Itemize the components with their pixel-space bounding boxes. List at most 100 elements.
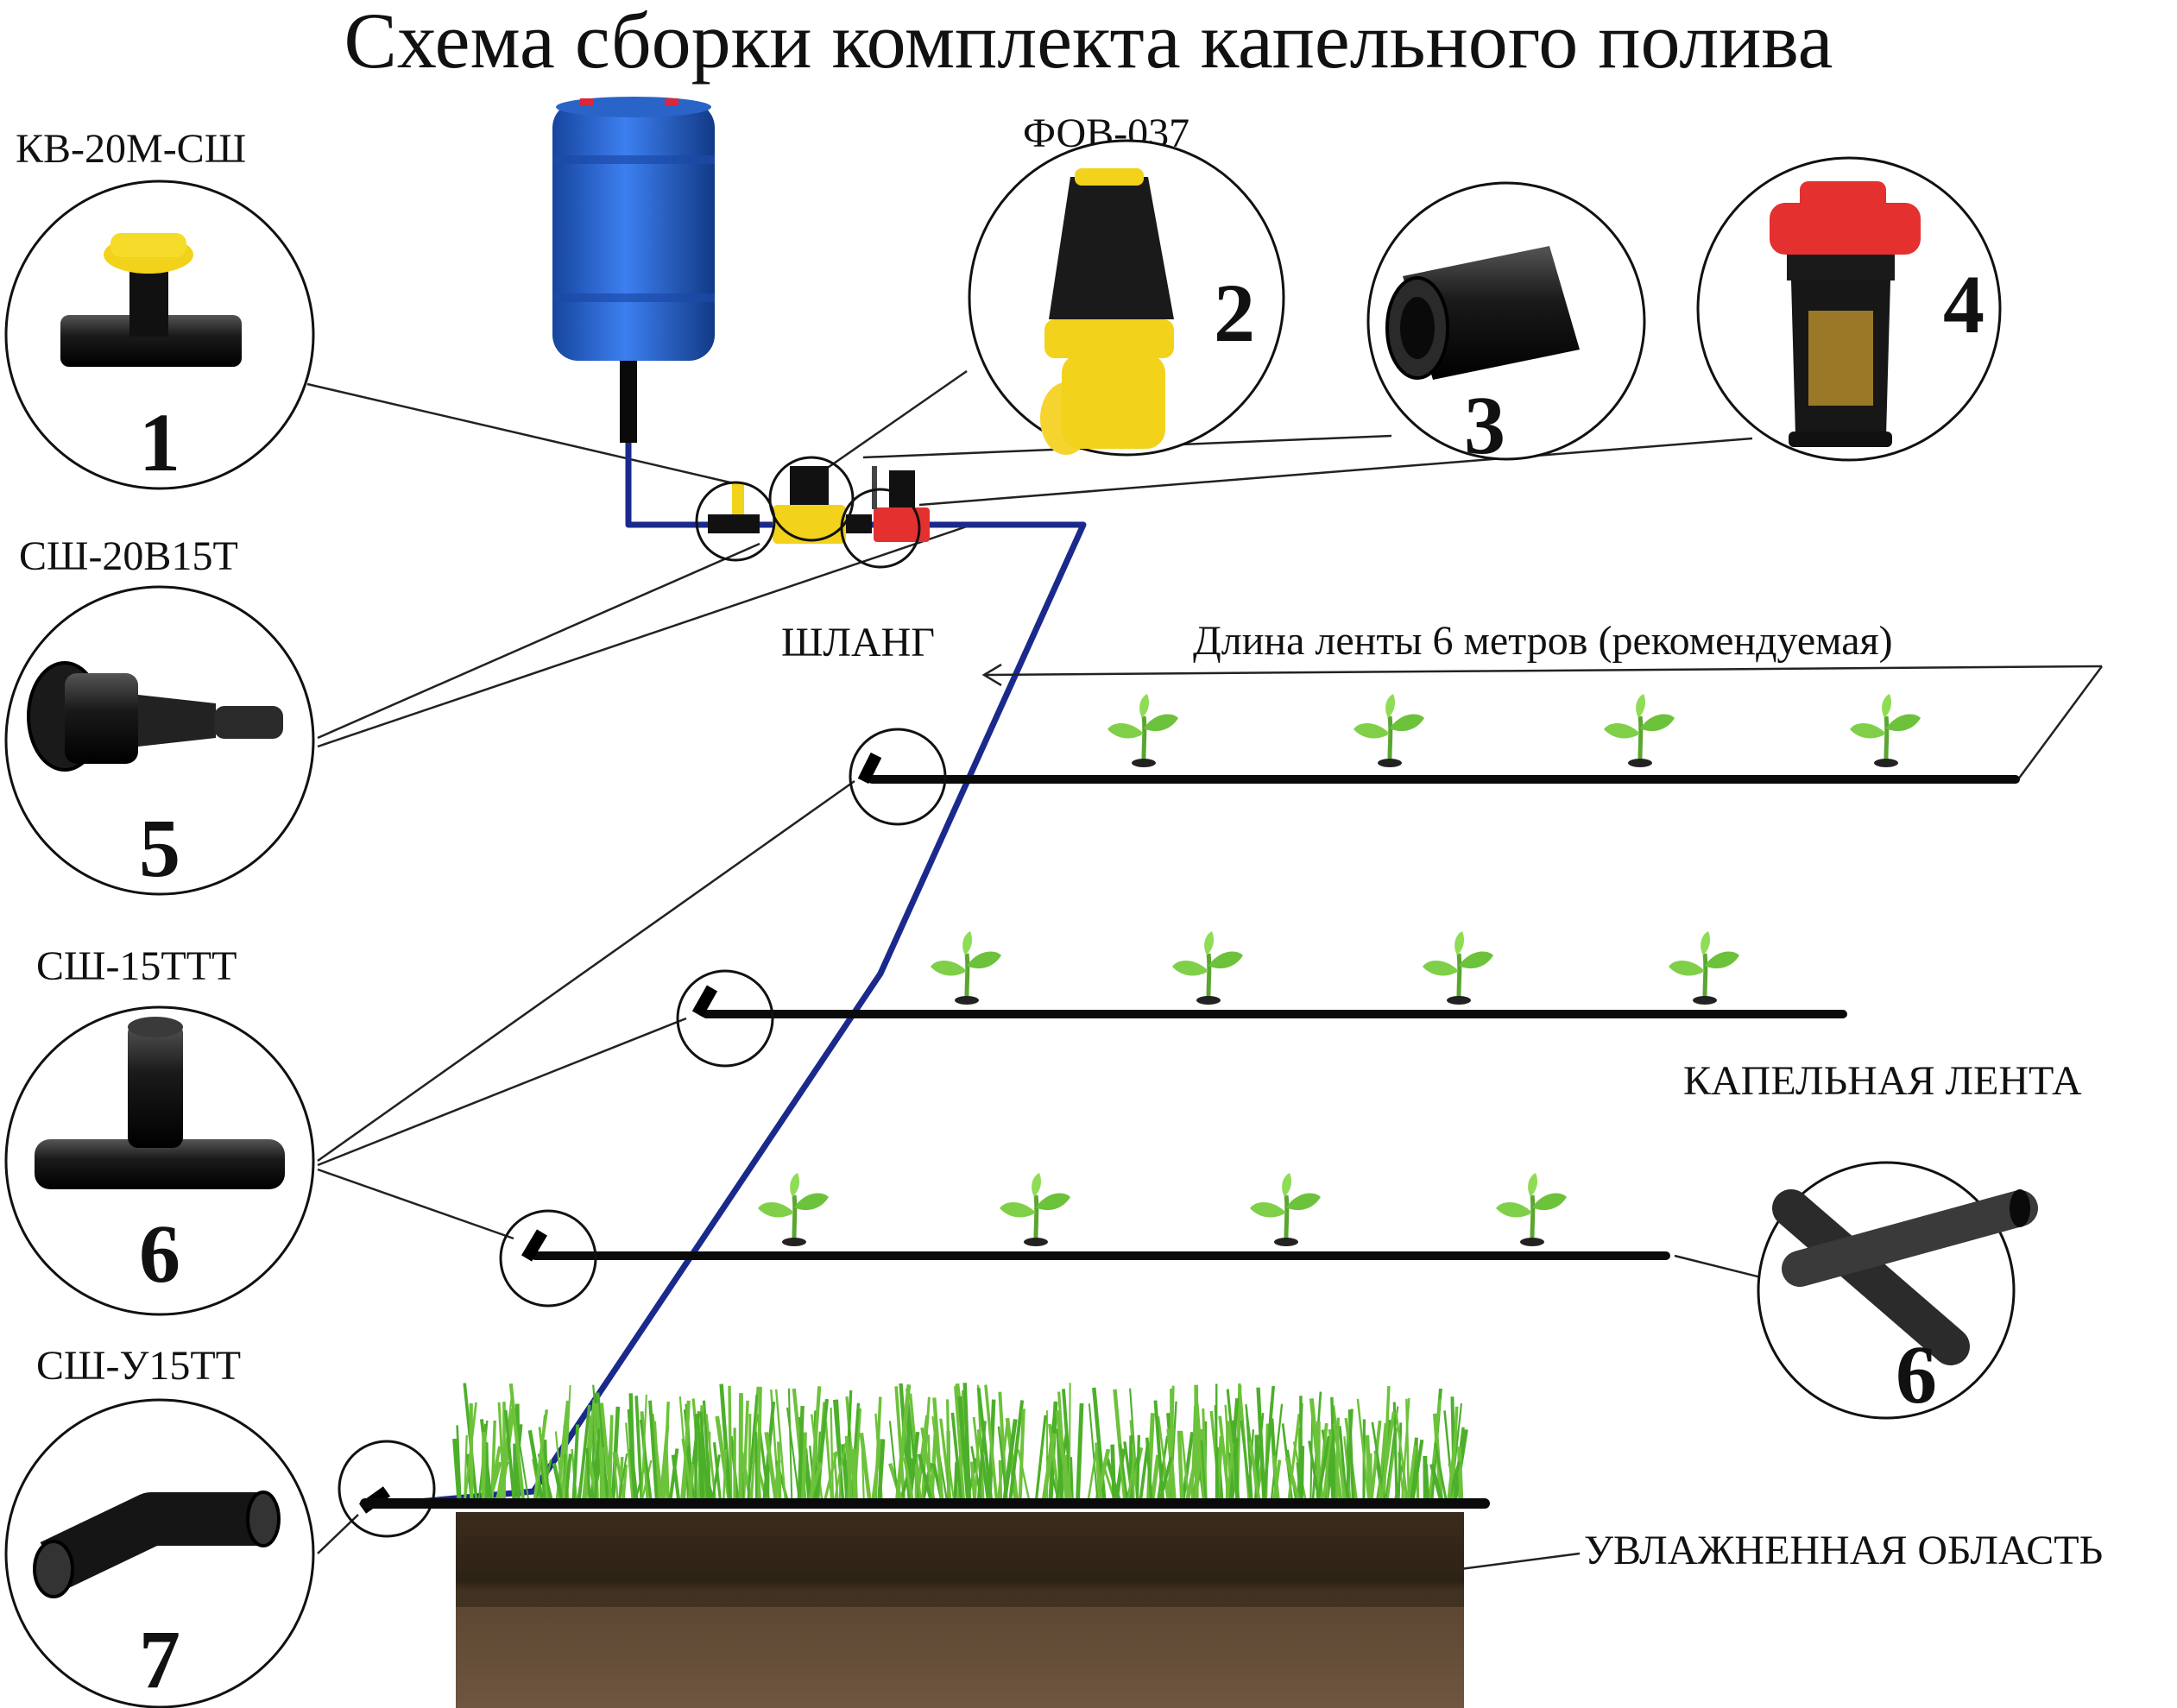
grass-blade bbox=[1248, 1440, 1261, 1504]
grass-blade bbox=[1145, 1437, 1153, 1504]
grass-blade bbox=[1379, 1411, 1396, 1504]
grass-blade bbox=[1057, 1436, 1074, 1504]
part-callout-3: 3 bbox=[1366, 181, 1646, 471]
tee-connectors bbox=[358, 752, 882, 1514]
grass-blade bbox=[920, 1427, 937, 1504]
part-7-number: 7 bbox=[139, 1613, 180, 1705]
grass-blade bbox=[741, 1400, 749, 1504]
hose-fittings bbox=[708, 466, 930, 544]
part-callout-4: 4 bbox=[1696, 156, 2002, 462]
grass-blade bbox=[1262, 1385, 1275, 1504]
grass-blade bbox=[1226, 1443, 1234, 1504]
grass-blade bbox=[1034, 1415, 1047, 1504]
grass-blade bbox=[931, 1416, 944, 1504]
part-7-code: СШ-У15ТТ bbox=[36, 1343, 241, 1389]
grass-blade bbox=[1054, 1432, 1069, 1504]
seedling-icon bbox=[758, 1173, 829, 1246]
grass-blade bbox=[764, 1432, 779, 1504]
grass-blade bbox=[1253, 1413, 1265, 1504]
grass-blade bbox=[874, 1396, 882, 1504]
grass-blade bbox=[593, 1428, 601, 1504]
seedling-icon bbox=[1423, 931, 1493, 1005]
tape-length-label: Длина ленты 6 метров (рекомендуемая) bbox=[1193, 618, 1893, 664]
grass-blade bbox=[833, 1442, 847, 1504]
grass-blade bbox=[972, 1416, 985, 1504]
grass-blade bbox=[533, 1409, 549, 1504]
part-callout-6: СШ-15ТТТ 6 bbox=[4, 943, 315, 1316]
grass-blade bbox=[997, 1426, 1008, 1504]
grass-blade bbox=[1156, 1435, 1169, 1504]
grass-blade bbox=[555, 1400, 571, 1504]
grass-blade bbox=[640, 1394, 647, 1504]
grass-blade bbox=[809, 1386, 822, 1504]
grass-blade bbox=[774, 1389, 787, 1504]
grass-blade bbox=[1200, 1440, 1208, 1504]
part-6-number: 6 bbox=[139, 1207, 180, 1300]
grass-blade bbox=[1397, 1422, 1403, 1504]
grass-blade bbox=[503, 1409, 516, 1504]
grass-blade bbox=[877, 1439, 886, 1504]
seedling-icon bbox=[1250, 1173, 1321, 1246]
grass-blade bbox=[1347, 1409, 1355, 1504]
seedling-icon bbox=[1669, 931, 1739, 1005]
grass-blade bbox=[719, 1383, 733, 1504]
part-5-number: 5 bbox=[139, 802, 180, 894]
seedling-icon bbox=[1604, 694, 1675, 767]
grass-blade bbox=[954, 1385, 966, 1504]
drip-tape-rows bbox=[361, 775, 2020, 1508]
grass-blade bbox=[1316, 1435, 1331, 1504]
grass-blade bbox=[648, 1400, 659, 1504]
grass-blade bbox=[1135, 1434, 1141, 1504]
grass-blade bbox=[1382, 1385, 1391, 1504]
part-2-number: 2 bbox=[1214, 267, 1255, 359]
grass-blade bbox=[681, 1438, 694, 1504]
grass-blade bbox=[824, 1421, 834, 1504]
grass-blade bbox=[600, 1402, 614, 1504]
grass-blade bbox=[624, 1422, 634, 1504]
grass-blade bbox=[697, 1432, 705, 1504]
part-1-number: 1 bbox=[139, 396, 180, 488]
grass-blade bbox=[1345, 1409, 1354, 1504]
grass-blade bbox=[746, 1394, 759, 1504]
grass-blade bbox=[894, 1383, 912, 1504]
grass-blade bbox=[777, 1441, 782, 1504]
tee-circles bbox=[338, 728, 947, 1538]
grass-blade bbox=[1190, 1405, 1196, 1504]
fitting-circles bbox=[695, 456, 921, 569]
grass-blade bbox=[456, 1425, 462, 1504]
hose-adapter-icon bbox=[27, 661, 283, 772]
grass bbox=[452, 1383, 1468, 1504]
grass-blade bbox=[1400, 1397, 1410, 1504]
part-1-code: КВ-20М-СШ bbox=[16, 126, 246, 172]
grass-blade bbox=[480, 1419, 494, 1504]
grass-blade bbox=[810, 1414, 823, 1504]
grass-blade bbox=[659, 1425, 670, 1504]
grass-blade bbox=[953, 1462, 959, 1504]
coupling-icon bbox=[1385, 246, 1580, 380]
leader-lines bbox=[306, 369, 1779, 1581]
grass-blade bbox=[859, 1432, 873, 1504]
grass-blade bbox=[1177, 1430, 1184, 1504]
grass-blade bbox=[1110, 1444, 1117, 1504]
part-3-number: 3 bbox=[1464, 379, 1505, 471]
grass-blade bbox=[497, 1402, 506, 1504]
grass-blade bbox=[1018, 1409, 1025, 1504]
grass-blade bbox=[1231, 1420, 1240, 1504]
tap-valve-icon bbox=[60, 233, 242, 367]
part-5-code: СШ-20В15Т bbox=[19, 533, 238, 579]
part-callout-5: СШ-20В15Т 5 bbox=[4, 533, 315, 896]
grass-blade bbox=[1270, 1403, 1284, 1504]
grass-blade bbox=[628, 1393, 636, 1504]
grass-blade bbox=[797, 1405, 805, 1504]
grass-blade bbox=[527, 1429, 545, 1504]
grass-blade bbox=[452, 1438, 462, 1504]
drip-tape-number: 6 bbox=[1896, 1328, 1937, 1421]
grass-blade bbox=[595, 1402, 607, 1504]
grass-blade bbox=[1427, 1398, 1442, 1504]
grass-blade bbox=[1356, 1398, 1371, 1504]
grass-blade bbox=[1088, 1403, 1099, 1504]
grass-blade bbox=[1240, 1420, 1253, 1504]
hose-label: ШЛАНГ bbox=[781, 620, 935, 665]
part-4-number: 4 bbox=[1943, 258, 1985, 350]
drip-tape-callout: 6 bbox=[1757, 1161, 2038, 1421]
